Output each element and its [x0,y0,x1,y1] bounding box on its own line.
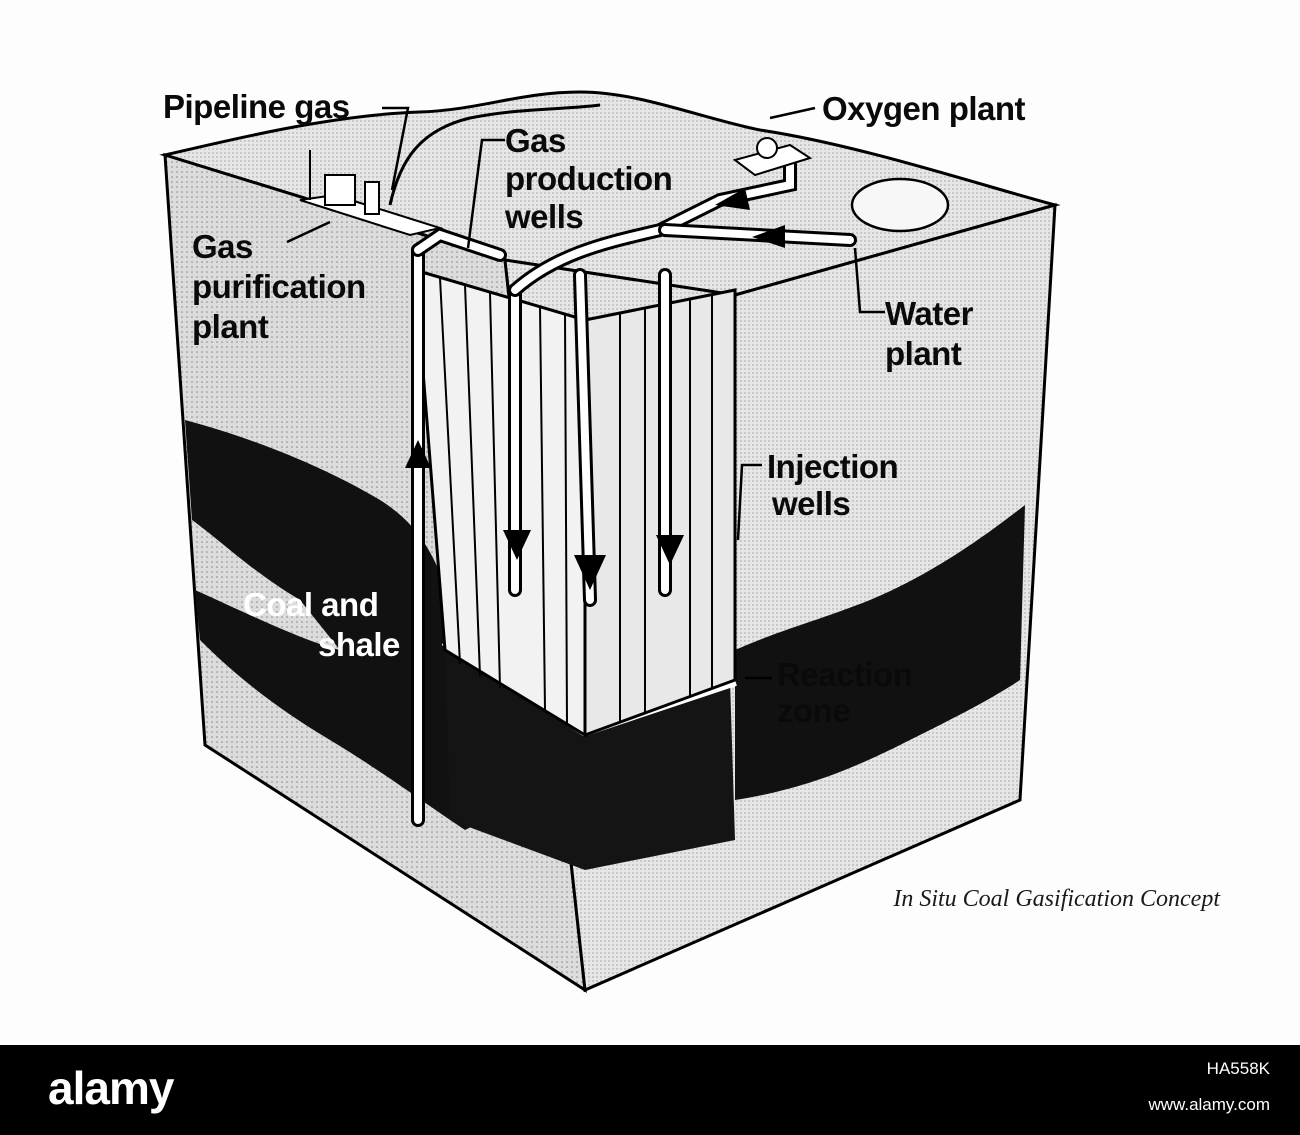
footer-url: www.alamy.com [1148,1095,1270,1114]
label-pipeline-gas: Pipeline gas [163,88,350,125]
diagram-canvas: Pipeline gas Gas production wells Oxygen… [159,88,1222,993]
oxygen-plant-icon [732,137,813,177]
image-id: HA558K [1206,1059,1270,1078]
figure-caption: In Situ Coal Gasification Concept [892,886,1221,912]
label-gas-production-wells-3: wells [504,198,583,235]
label-injection-wells-1: Injection [767,448,898,485]
arrow-oxygen [715,188,750,210]
label-injection-wells-2: wells [771,485,850,522]
arrow-water [752,225,785,248]
pipeline-line [388,103,601,206]
arrow-down-injection-3 [656,535,684,565]
label-coal-and-shale-1: Coal and [243,586,378,623]
label-water-plant-2: plant [885,335,962,372]
label-gas-production-wells-1: Gas [505,122,566,159]
label-coal-and-shale-2: shale [318,626,400,663]
coal-seam-right [735,505,1025,800]
leader-lines [286,106,885,680]
label-gas-purification-plant-1: Gas [192,228,253,265]
reaction-zone-cavity [445,650,735,870]
label-oxygen-plant: Oxygen plant [822,90,1026,127]
water-pond [850,177,950,233]
watermark-footer: alamy HA558K www.alamy.com [0,1045,1300,1135]
arrow-down-injection-1 [503,530,531,560]
arrow-up-production [405,440,431,468]
arrow-down-injection-2 [574,555,606,590]
wells-block-lines [439,277,713,725]
label-gas-production-wells-2: production [505,160,672,197]
coal-seam-left [185,420,475,830]
label-water-plant-1: Water [885,295,974,332]
coal-gasification-diagram: Pipeline gas Gas production wells Oxygen… [159,88,1221,993]
label-reaction-zone-2: zone [777,692,850,729]
label-gas-purification-plant-3: plant [192,308,269,345]
label-gas-purification-plant-2: purification [192,268,366,305]
label-reaction-zone-1: Reaction [777,656,912,693]
flow-arrows [405,188,785,590]
alamy-logo: alamy [48,1062,174,1114]
purification-plant-icon [299,150,444,237]
